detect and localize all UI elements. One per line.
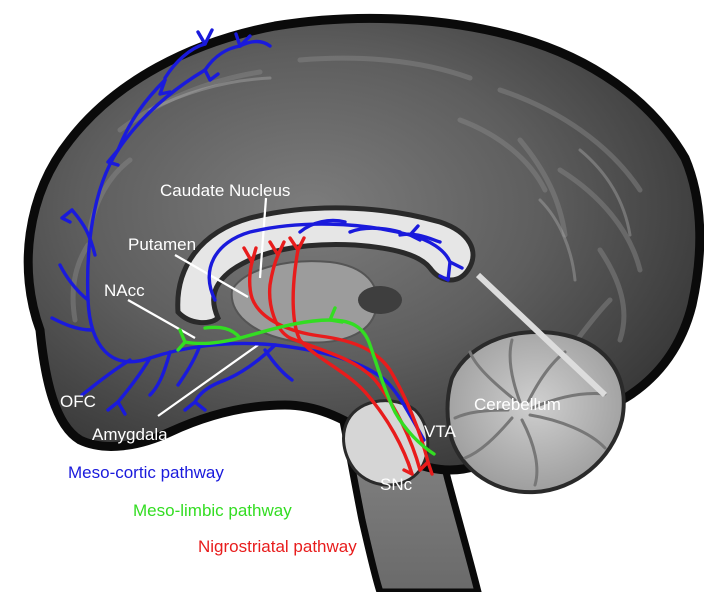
label-caudate-nucleus: Caudate Nucleus [160, 181, 290, 200]
legend-nigrostriatal: Nigrostriatal pathway [198, 537, 357, 556]
label-nacc: NAcc [104, 281, 145, 300]
legend: Meso-cortic pathway Meso-limbic pathway … [68, 463, 357, 556]
legend-meso-cortic: Meso-cortic pathway [68, 463, 224, 482]
label-snc: SNc [380, 475, 413, 494]
label-putamen: Putamen [128, 235, 196, 254]
legend-meso-limbic: Meso-limbic pathway [133, 501, 292, 520]
pons [344, 401, 428, 485]
label-ofc: OFC [60, 392, 96, 411]
fornix [358, 286, 402, 314]
label-cerebellum: Cerebellum [474, 395, 561, 414]
label-vta: VTA [424, 422, 456, 441]
label-amygdala: Amygdala [92, 425, 168, 444]
